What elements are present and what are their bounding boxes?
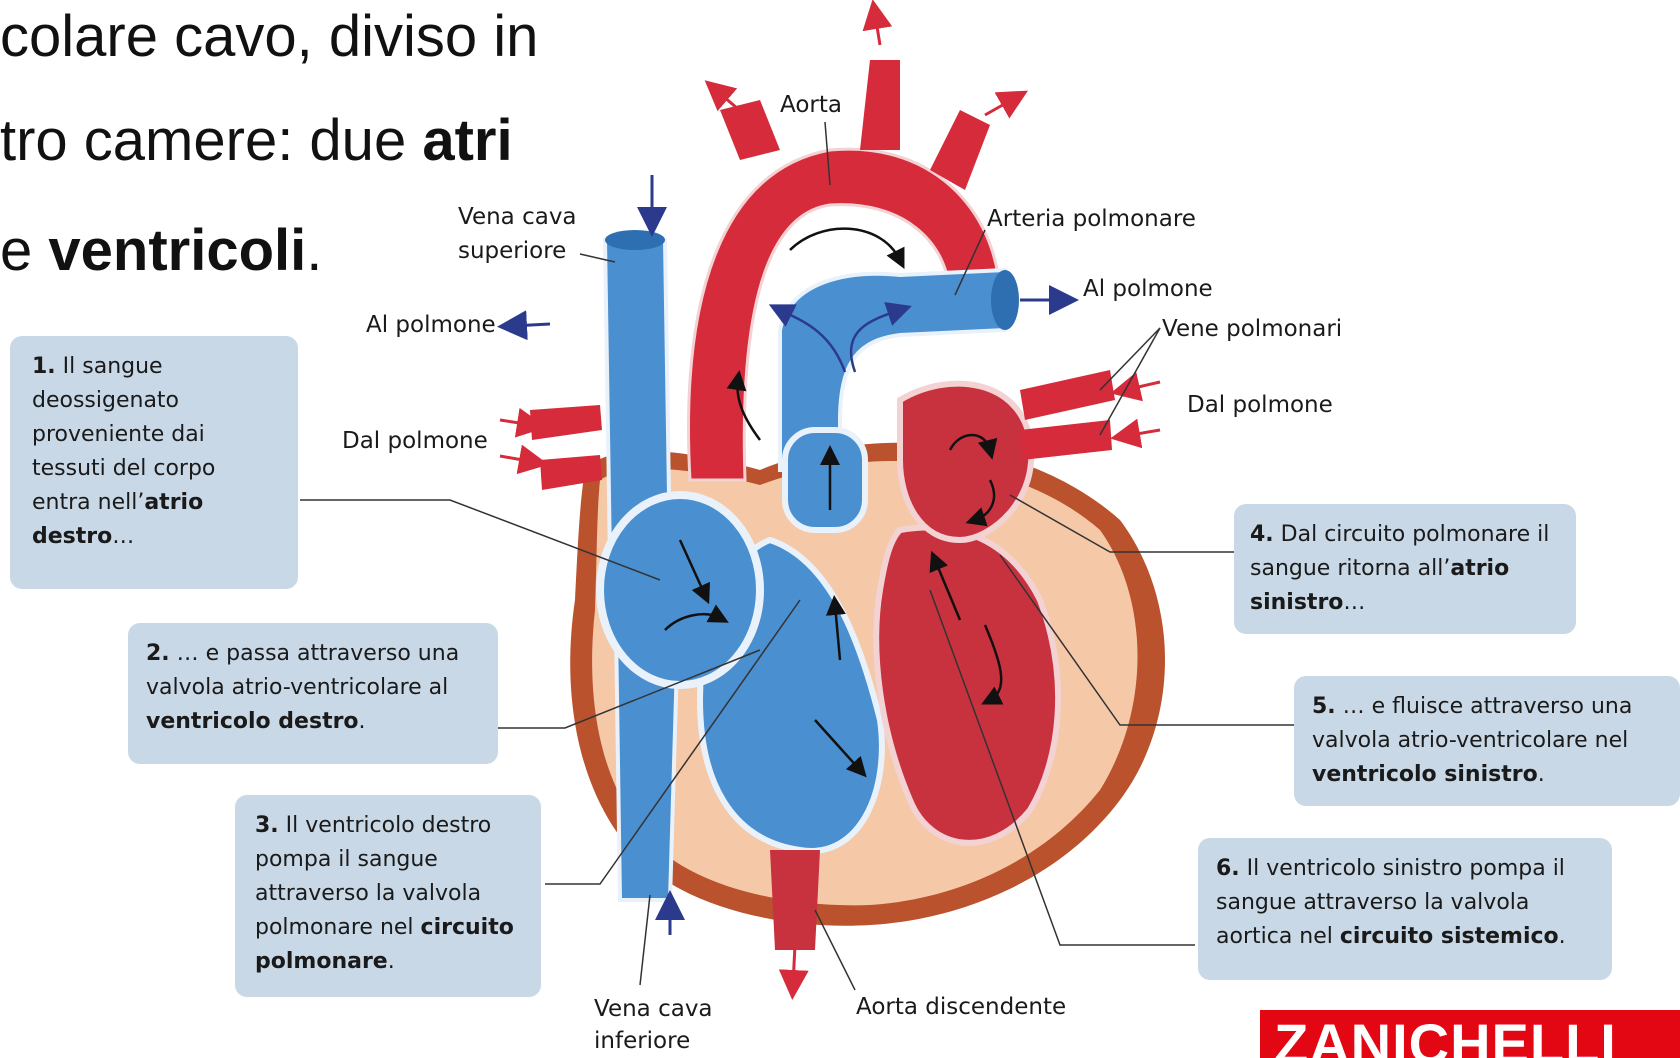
step-6-keyword: circuito sistemico xyxy=(1340,924,1559,949)
zanichelli-logo: ZANICHELLI xyxy=(1260,1010,1680,1058)
step-5-number: 5. xyxy=(1312,694,1336,719)
step-5-text: … e fluisce attraverso una valvola atrio… xyxy=(1312,694,1632,753)
step-5-keyword: ventricolo sinistro xyxy=(1312,762,1538,787)
step-3-end: . xyxy=(388,949,395,974)
step-4-end: … xyxy=(1343,590,1365,615)
step-3-number: 3. xyxy=(255,813,279,838)
label-vena-cava-inferiore-2: inferiore xyxy=(594,1024,690,1058)
step-box-2: 2. … e passa attraverso una valvola atri… xyxy=(128,623,498,764)
label-vena-cava-superiore-1: Vena cava xyxy=(458,200,577,234)
step-4-number: 4. xyxy=(1250,522,1274,547)
step-2-end: . xyxy=(359,709,366,734)
step-box-6: 6. Il ventricolo sinistro pompa il sangu… xyxy=(1198,838,1612,980)
step-1-number: 1. xyxy=(32,354,56,379)
step-box-1: 1. Il sangue deossigenato proveniente da… xyxy=(10,336,298,589)
step-box-3: 3. Il ventricolo destro pompa il sangue … xyxy=(235,795,541,997)
step-6-end: . xyxy=(1559,924,1566,949)
label-dal-polmone-left: Dal polmone xyxy=(342,424,488,458)
step-6-number: 6. xyxy=(1216,856,1240,881)
label-dal-polmone-right: Dal polmone xyxy=(1187,388,1333,422)
step-box-5: 5. … e fluisce attraverso una valvola at… xyxy=(1294,676,1680,806)
logo-text: ZANICHELLI xyxy=(1274,1016,1617,1058)
pulmonary-valve xyxy=(785,430,865,530)
step-box-4: 4. Dal circuito polmonare il sangue rito… xyxy=(1234,504,1576,634)
label-aorta: Aorta xyxy=(780,88,842,122)
label-al-polmone-right: Al polmone xyxy=(1083,272,1213,306)
label-vene-polmonari: Vene polmonari xyxy=(1162,312,1342,346)
label-arteria-polmonare: Arteria polmonare xyxy=(987,202,1196,236)
label-vena-cava-superiore-2: superiore xyxy=(458,234,566,268)
label-al-polmone-left: Al polmone xyxy=(366,308,496,342)
step-5-end: . xyxy=(1538,762,1545,787)
right-atrium xyxy=(600,495,760,685)
step-2-number: 2. xyxy=(146,641,170,666)
step-2-text: … e passa attraverso una valvola atrio-v… xyxy=(146,641,459,700)
label-vena-cava-inferiore-1: Vena cava xyxy=(594,992,713,1026)
step-1-end: … xyxy=(112,524,134,549)
label-aorta-discendente: Aorta discendente xyxy=(856,990,1066,1024)
step-2-keyword: ventricolo destro xyxy=(146,709,359,734)
